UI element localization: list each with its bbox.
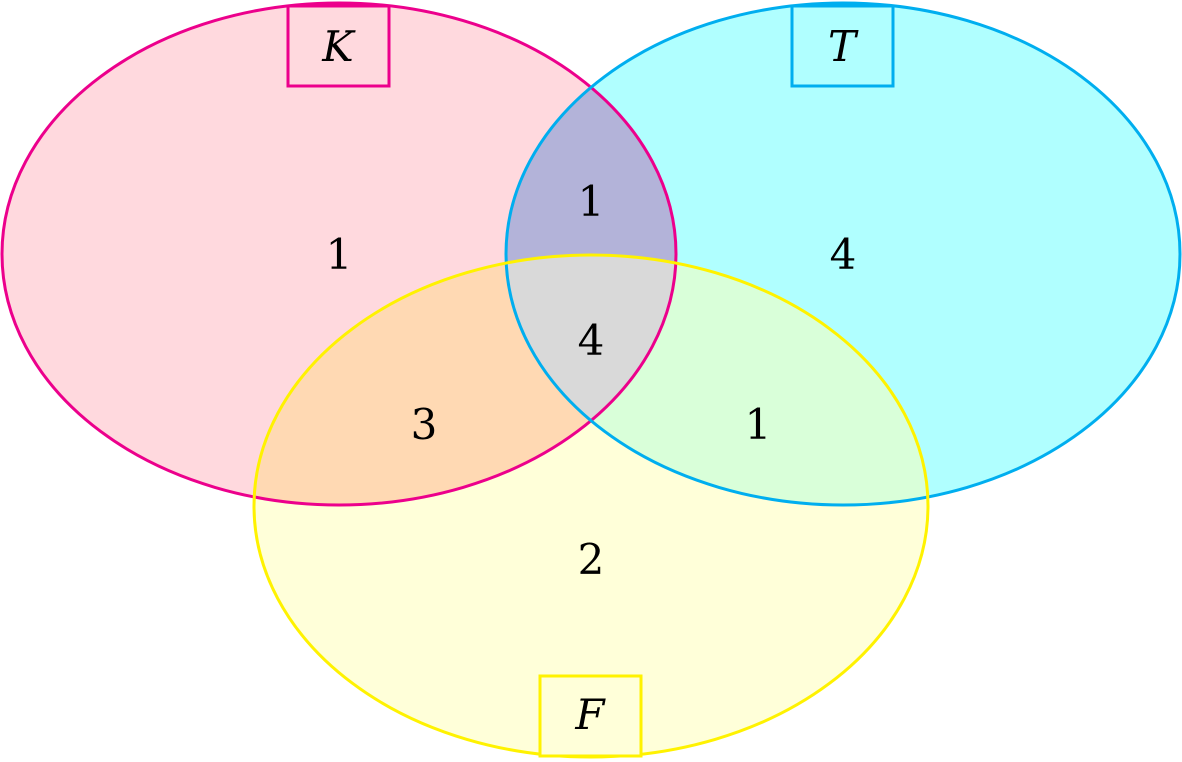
count-t-only: 4 xyxy=(830,230,857,279)
set-t-label-box xyxy=(790,4,895,88)
count-k-and-f: 3 xyxy=(411,400,438,449)
count-f-only: 2 xyxy=(578,535,605,584)
set-f-label-box xyxy=(538,674,643,758)
count-t-and-f: 1 xyxy=(745,400,772,449)
t-and-f-region xyxy=(506,255,928,505)
count-k-and-t: 1 xyxy=(578,177,605,226)
set-t-label: T xyxy=(828,22,859,71)
k-and-f-region xyxy=(254,255,676,505)
set-k-label: K xyxy=(321,22,356,71)
set-k-label-box xyxy=(286,4,391,88)
set-k-outline xyxy=(0,1,678,507)
count-k-only: 1 xyxy=(326,230,353,279)
set-t-outline xyxy=(504,1,1182,507)
set-f-label: F xyxy=(574,690,606,739)
count-k-t-f: 4 xyxy=(578,316,605,365)
